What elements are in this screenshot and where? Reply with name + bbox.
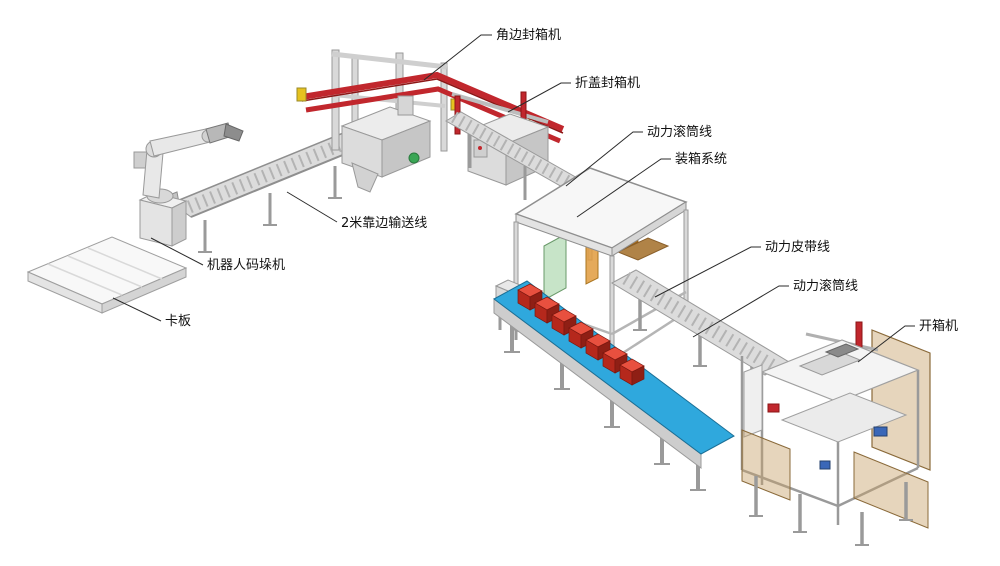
callout-labels: 角边封箱机 折盖封箱机 动力滚筒线 装箱系统 动力皮带线 动力滚筒线 开箱机 [112,27,958,363]
red-carton [585,333,611,361]
label-flap-sealer: 折盖封箱机 [575,75,640,91]
frame-column [331,49,340,151]
hopper [351,162,379,193]
side-plate [743,364,763,438]
callout-belt-line: 动力皮带线 [654,240,830,298]
callout-conveyor-2m: 2米靠边输送线 [286,191,427,231]
leader-line [507,82,571,113]
red-cartons [517,283,645,386]
pedestal-front [139,199,173,247]
flat-blanks-stack [616,237,670,261]
label-belt-line: 动力皮带线 [765,240,830,255]
label-packing-system: 装箱系统 [675,151,727,167]
blue-component [819,460,831,470]
pallet-edge-right [101,267,187,314]
pallet-slat-line [47,263,123,296]
rollers [622,271,780,375]
blue-component [873,426,888,437]
callout-erector: 开箱机 [857,318,958,363]
leader-line [423,34,492,81]
panel-indicator [478,146,482,150]
label-pallet: 卡板 [165,314,191,329]
leader-line [565,131,643,187]
tan-fence-panel [853,451,929,529]
mid-beam [333,93,446,108]
callout-pallet: 卡板 [112,297,191,329]
tan-fence-panel [871,329,931,471]
leader-line [654,246,761,298]
callout-packing-system: 装箱系统 [576,151,727,218]
label-conveyor-2m: 2米靠边输送线 [341,215,427,231]
pallet-top [26,236,188,305]
carton-erector-machine [740,321,931,546]
top-beam [331,51,448,70]
pallet [26,236,188,314]
label-robot-palletizer: 机器人码垛机 [207,258,285,273]
label-corner-sealer: 角边封箱机 [496,27,561,43]
callout-robot-palletizer: 机器人码垛机 [150,237,285,273]
red-component [767,403,780,413]
control-box [397,95,414,116]
callout-corner-sealer: 角边封箱机 [423,27,561,81]
lower-deck [780,392,908,443]
pallet-slat-line [87,247,163,280]
palletizing-robot [133,122,244,247]
leader-line [857,325,915,363]
carton-side [631,365,645,386]
frame-post [683,209,689,313]
leader-line [112,297,162,322]
label-erector: 开箱机 [919,318,958,334]
cabinet-side [381,120,431,178]
gripper-tip [223,123,244,142]
gripper-head [824,343,860,358]
belt-frame [493,298,702,469]
callout-roller-line-2: 动力滚筒线 [692,278,858,338]
bottom-beam [837,466,919,508]
yellow-actuator [296,87,307,102]
label-roller-line-1: 动力滚筒线 [647,124,712,140]
green-safety-panel [543,233,567,301]
machine-deck [760,339,920,403]
leader-line [692,285,789,338]
upper-arm-link [149,128,211,157]
roof-panel [514,167,688,249]
top-beam [451,92,549,124]
green-button [408,152,420,164]
pallet-slat-line [67,255,143,288]
leader-line [576,158,671,218]
leader-line [150,237,204,266]
pedestal-side [171,200,187,247]
red-carton [517,283,543,311]
red-carton [619,358,645,386]
callout-flap-sealer: 折盖封箱机 [507,75,640,113]
tan-fence-panel [741,429,791,501]
label-roller-line-2: 动力滚筒线 [793,278,858,294]
callout-roller-line-1: 动力滚筒线 [565,124,712,187]
leader-line [286,191,338,223]
